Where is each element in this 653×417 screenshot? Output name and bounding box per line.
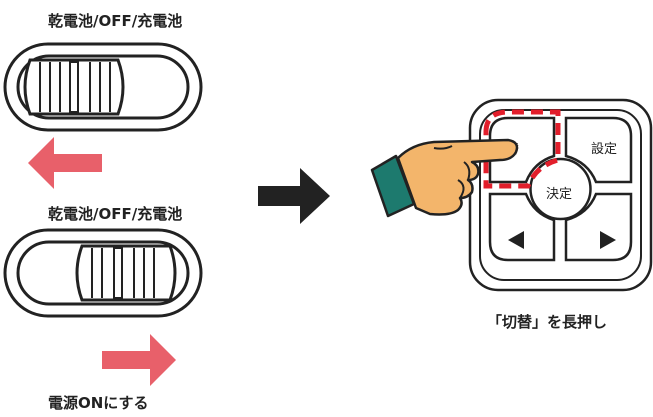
slide-switch-top	[3, 42, 203, 132]
right-arrow-icon	[600, 231, 616, 249]
hold-caption: 「切替」を長押し	[487, 313, 608, 331]
power-on-caption: 電源ONにする	[48, 394, 149, 412]
switch-knob-bottom	[75, 244, 177, 302]
left-arrow-icon	[508, 231, 524, 249]
switch-label-bottom: 乾電池/OFF/充電池	[48, 205, 183, 223]
kettei-button-label: 決定	[546, 187, 573, 202]
next-step-arrow-icon	[258, 168, 330, 224]
settei-button-label: 設定	[591, 142, 618, 157]
slide-switch-bottom	[3, 228, 203, 318]
arrow-right-icon	[102, 334, 176, 386]
pointing-hand-icon	[370, 138, 519, 218]
switch-label-top: 乾電池/OFF/充電池	[48, 12, 183, 30]
switch-knob-top	[23, 58, 125, 116]
arrow-left-icon	[28, 137, 102, 189]
